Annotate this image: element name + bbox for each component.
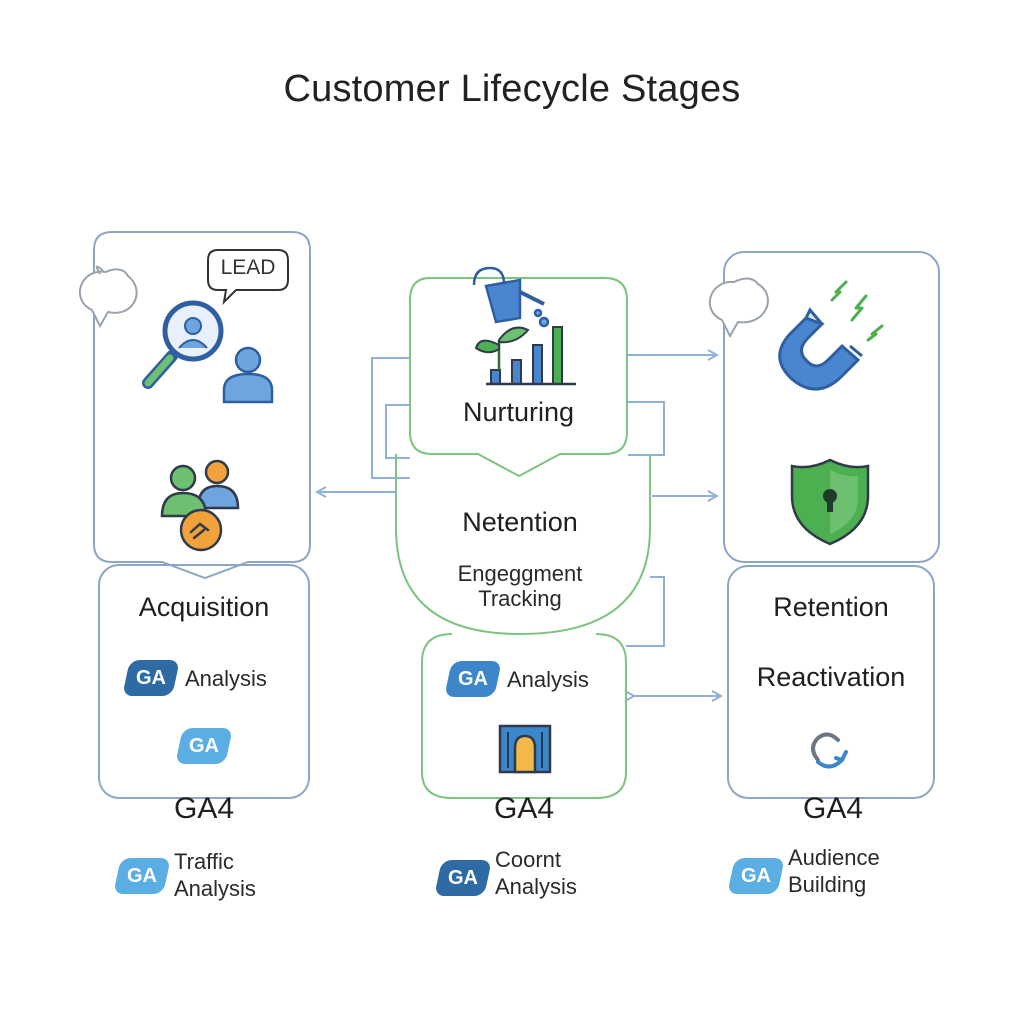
- retention-bottom-box: [727, 565, 935, 799]
- stage-title-reactivation: Reactivation: [756, 662, 906, 692]
- retention-top-box: [723, 251, 940, 563]
- refresh-icon: [811, 732, 848, 769]
- magnifier-person-icon: [142, 300, 224, 389]
- connector-left-bracket: [371, 357, 410, 479]
- magnet-icon: [778, 307, 863, 391]
- netention-subtitle-line2: Tracking: [478, 586, 562, 611]
- ga-logo-icon: GA: [113, 858, 171, 894]
- stage-title-acquisition: Acquisition: [138, 592, 270, 622]
- acquisition-analysis-label: Analysis: [185, 666, 267, 691]
- ga-logo-icon: GA: [175, 728, 233, 764]
- shield-lock-icon: [790, 458, 870, 546]
- center-analysis-label: Analysis: [507, 667, 589, 692]
- page-title: Customer Lifecycle Stages: [283, 68, 741, 110]
- lead-label: LEAD: [220, 256, 276, 279]
- connector-lower-bracket: [626, 576, 665, 647]
- spark-icons: [830, 280, 884, 342]
- stage-title-netention: Netention: [462, 507, 578, 537]
- footer-line1: Audience: [788, 845, 880, 870]
- handshake-icon: [179, 508, 223, 552]
- footer-line1: Traffic: [174, 849, 234, 874]
- watering-can-icon: [472, 266, 550, 328]
- chat-bubble-icon-right: [709, 277, 769, 339]
- footer-line2: Analysis: [495, 874, 577, 899]
- users-icon: [160, 459, 240, 518]
- ga-logo-icon: GA: [444, 661, 502, 697]
- door-icon: [498, 724, 552, 774]
- plant-growth-chart-icon: [474, 326, 576, 386]
- footer-ga4-label: GA4: [802, 792, 864, 825]
- ga-logo-icon: GA: [122, 660, 180, 696]
- center-lower-box: [421, 633, 627, 799]
- chat-bubble-icon: [78, 265, 138, 329]
- person-icon: [222, 346, 274, 404]
- connector-lines: [318, 355, 720, 696]
- footer-line2: Building: [788, 872, 867, 897]
- footer-ga4-label: GA4: [173, 792, 235, 825]
- footer-line2: Analysis: [174, 876, 256, 901]
- footer-ga4-label: GA4: [493, 792, 555, 825]
- nurturing-box: [409, 277, 628, 478]
- connector-inner-bracket: [385, 404, 410, 459]
- acquisition-bottom-box: [98, 564, 310, 799]
- connector-right-bracket: [628, 401, 665, 456]
- footer-line1: Coornt: [495, 847, 562, 872]
- ga-logo-icon: GA: [434, 860, 492, 896]
- stage-title-nurturing: Nurturing: [462, 397, 575, 427]
- netention-subtitle-line1: Engeggment: [457, 561, 583, 586]
- netention-box: [395, 454, 651, 636]
- acquisition-top-box: [93, 231, 311, 580]
- stage-title-retention: Retention: [773, 592, 889, 622]
- ga-logo-icon: GA: [727, 858, 785, 894]
- lead-speech-bubble: [207, 249, 289, 305]
